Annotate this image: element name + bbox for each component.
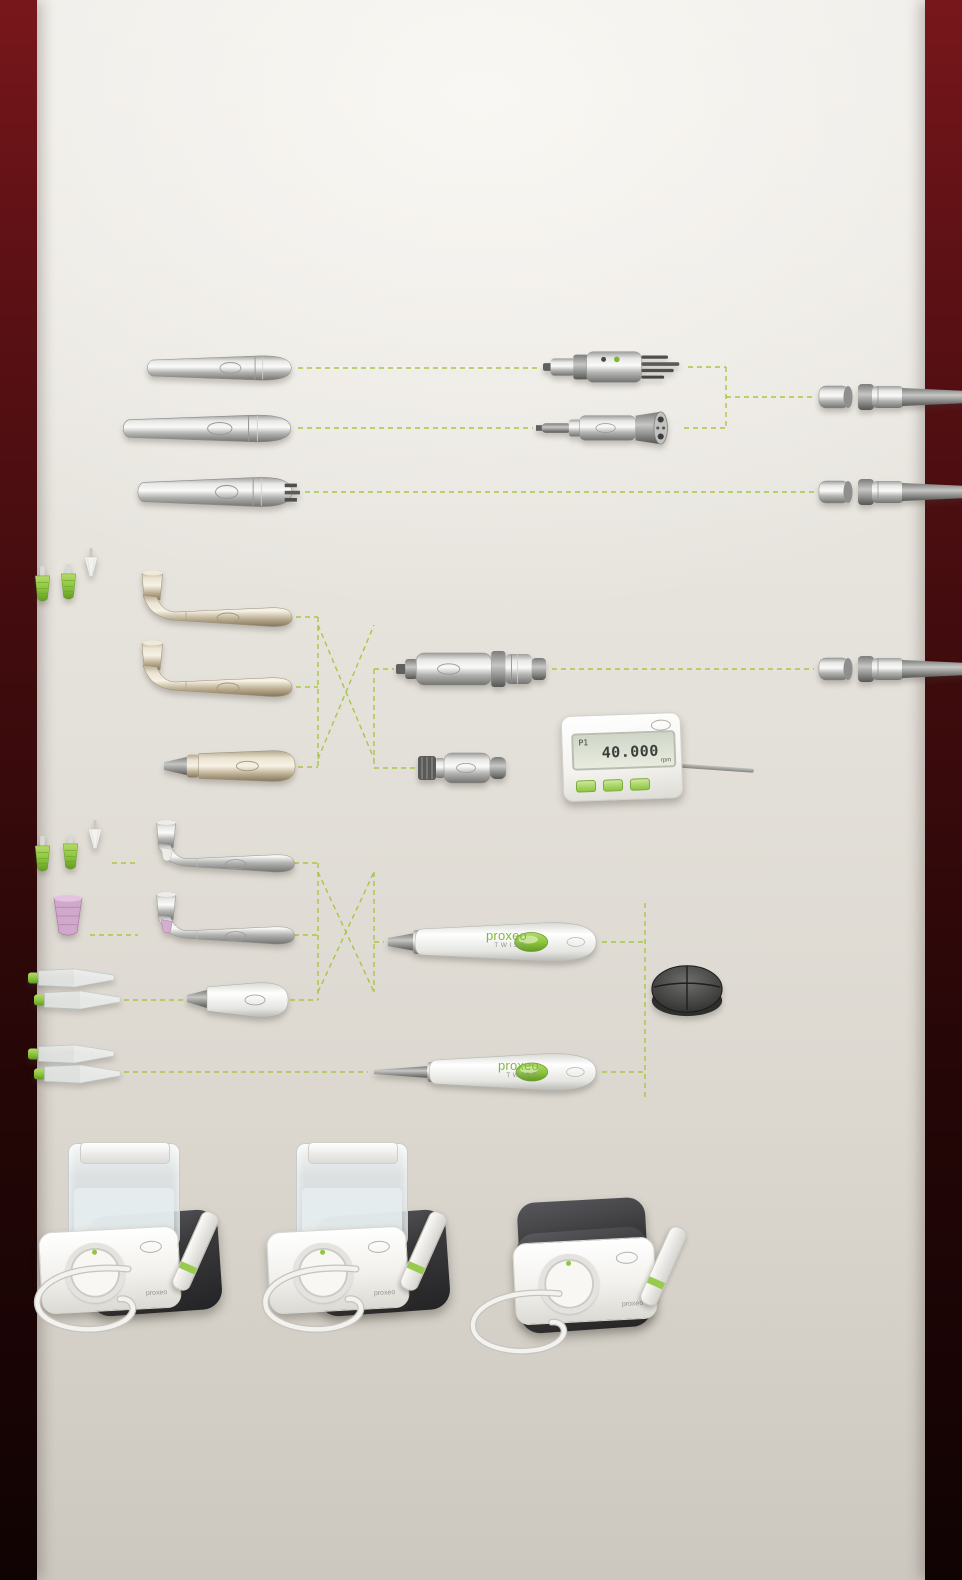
turbine-handpiece-1 <box>143 353 295 383</box>
straight-handpiece <box>163 746 297 788</box>
lcd-speed-unit: rpm <box>660 757 672 764</box>
cordless-prophy-handpiece-2: proxeo TWIST <box>372 1046 599 1098</box>
dial-marker-icon <box>91 1249 98 1255</box>
holder-rod <box>673 763 755 773</box>
piezo-scaler-unit-3: proxeo <box>458 1196 690 1356</box>
supply-hose-2 <box>818 475 962 509</box>
quick-coupling <box>543 346 685 388</box>
turbine-handpiece-2 <box>118 412 295 445</box>
prophy-straight-attachment <box>185 975 290 1025</box>
lcd-program: P1 <box>578 738 589 748</box>
contra-motor-connectors <box>296 616 814 769</box>
motor-control-display: P1 40.000 rpm <box>560 711 762 809</box>
turbine-handpiece-3 <box>127 474 302 510</box>
series-label: TWIST <box>494 942 527 949</box>
scaler-cable <box>33 1264 137 1333</box>
bottle-cap <box>308 1142 398 1164</box>
wh-logo-icon <box>650 719 672 731</box>
contra-angle-handpiece-1 <box>126 570 296 634</box>
dial-marker-icon <box>565 1260 572 1266</box>
piezo-scaler-unit-2: proxeo <box>256 1142 471 1348</box>
prophy-cup-pink <box>50 894 86 938</box>
cordless-prophy-handpiece-1: proxeo TWIST <box>386 916 599 968</box>
wh-logo-icon <box>367 1240 391 1254</box>
prophy-connectors <box>90 862 646 1100</box>
prophy-cup-green <box>32 566 53 604</box>
brand-label: proxeo TWIST <box>498 1059 539 1080</box>
dial-marker-icon <box>319 1249 326 1255</box>
wh-logo-icon <box>139 1240 163 1254</box>
prophy-contra-angle-1 <box>142 820 298 879</box>
supply-hose-1 <box>818 380 962 414</box>
green-ring-icon <box>646 1276 666 1290</box>
bottle-cap <box>80 1142 170 1164</box>
wh-logo-icon <box>615 1251 639 1265</box>
air-motor <box>396 645 548 693</box>
lcd-speed-value: 40.000 <box>601 741 660 762</box>
prophy-brush <box>84 820 106 850</box>
brand-label: proxeo TWIST <box>486 929 527 950</box>
control-unit-body: P1 40.000 rpm <box>560 711 684 803</box>
prophy-cup-green <box>58 564 79 602</box>
lcd-screen: P1 40.000 rpm <box>571 730 677 771</box>
contra-angle-handpiece-2 <box>126 640 296 704</box>
screw-in-nozzle <box>34 990 122 1010</box>
prophy-contra-angle-2 <box>142 892 298 951</box>
electric-micromotor <box>418 747 508 789</box>
green-button-icon <box>575 779 597 793</box>
screw-in-nozzle <box>28 968 116 988</box>
series-label: TWIST <box>506 1072 539 1079</box>
piezo-scaler-unit-1: proxeo <box>28 1142 243 1348</box>
prophy-cup-green <box>60 834 81 872</box>
prophy-cup-green <box>32 836 53 874</box>
screw-in-nozzle <box>28 1044 116 1064</box>
green-button-icon <box>602 778 624 792</box>
scaler-cable <box>261 1264 365 1333</box>
control-buttons <box>575 778 651 793</box>
brand-label: proxeo <box>621 1299 644 1309</box>
prophy-brush <box>80 548 102 578</box>
turbine-connectors <box>298 366 814 493</box>
screw-in-nozzle <box>34 1064 122 1084</box>
green-button-icon <box>629 778 651 791</box>
proxeo-wordmark: proxeo <box>486 928 527 943</box>
four-hole-coupling <box>536 410 681 446</box>
motor-hose <box>818 652 962 686</box>
scaler-cable <box>469 1289 568 1355</box>
right-edge-stripe <box>925 0 962 1580</box>
left-edge-stripe <box>0 0 37 1580</box>
proxeo-wordmark: proxeo <box>498 1058 539 1073</box>
foot-control <box>650 958 724 1018</box>
